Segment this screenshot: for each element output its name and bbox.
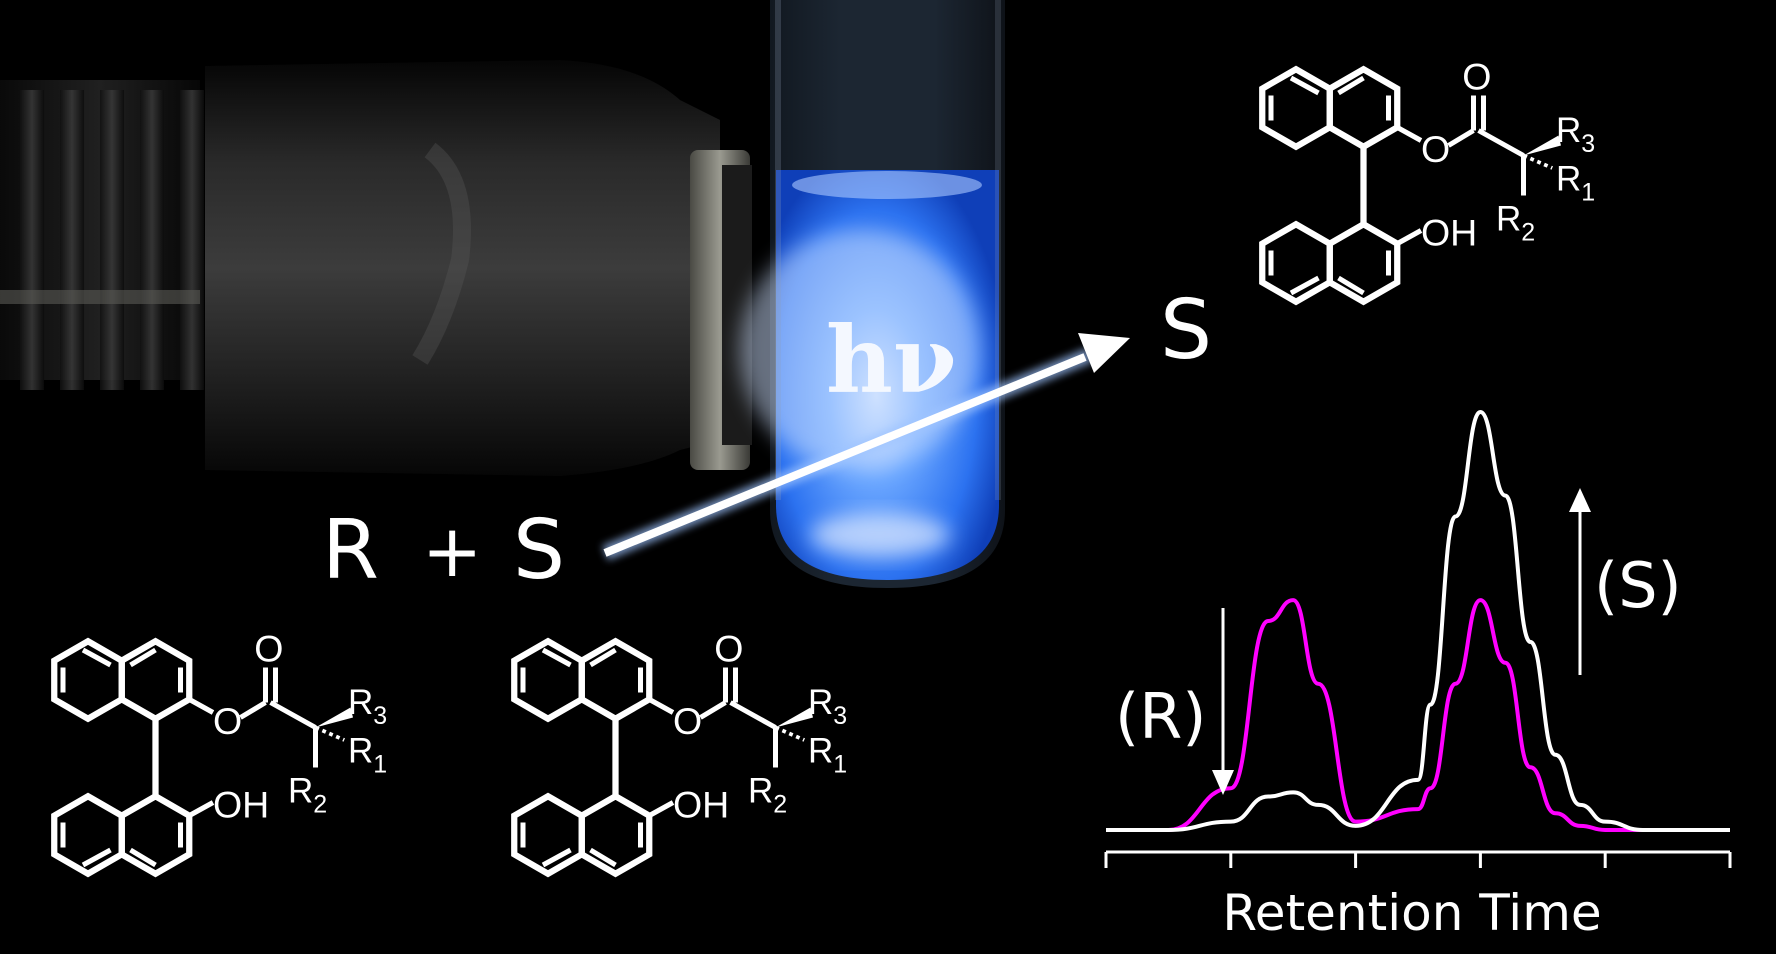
plus-sign: + [422, 509, 482, 593]
annotation-r-label: (R) [1115, 680, 1206, 753]
test-tube: hν [740, 0, 1005, 588]
reaction-arrow [601, 333, 1130, 561]
series-layer [1106, 409, 1730, 833]
annotation-s-label: (S) [1594, 549, 1682, 622]
series-line-0 [1106, 598, 1730, 833]
product-s-label: S [1160, 283, 1212, 378]
cooling-fins [20, 90, 204, 390]
series-line-1 [1106, 409, 1730, 833]
reactant-s-label: S [513, 503, 565, 598]
reactant-r-label: R [322, 503, 379, 598]
photon-label: hν [826, 306, 957, 414]
annotation-r: (R) [1115, 608, 1234, 795]
x-ticks [1104, 852, 1732, 868]
x-axis-label: Retention Time [1222, 884, 1601, 942]
chromatogram: Retention Time (R) (S) [1104, 409, 1732, 942]
annotation-s: (S) [1569, 488, 1682, 675]
lamp-housing [0, 60, 752, 476]
